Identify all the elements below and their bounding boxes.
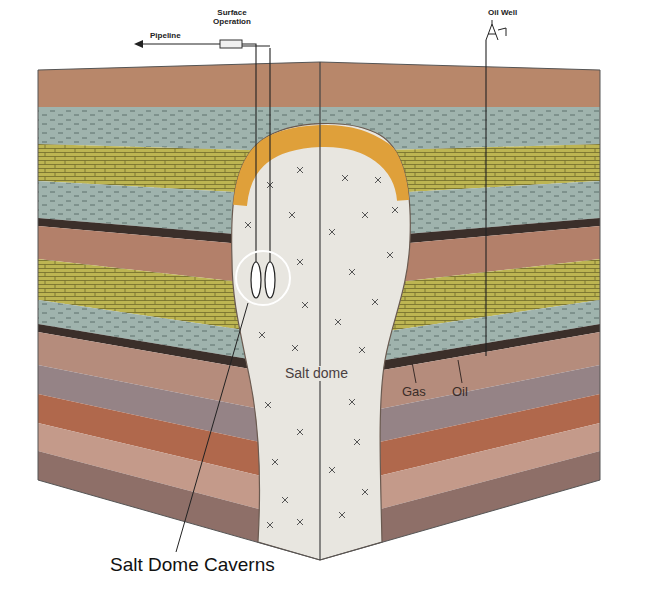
pipeline-label: Pipeline [150,32,181,41]
well-pipes [242,44,270,262]
cap-rock [236,136,408,205]
block-outline [38,62,600,560]
salt-crosses [245,167,398,528]
block-edge [319,62,320,560]
oil-leader [458,360,462,383]
gas-label: Gas [402,385,426,399]
cavern [251,262,261,298]
pipeline-line [142,43,220,44]
oil-label: Oil [452,385,468,399]
cavern [265,262,275,298]
pipeline-arrowhead [134,40,143,48]
cavern-callout-circle [236,251,290,305]
salt-dome [232,124,411,560]
oil-well-line [485,40,486,356]
surface-operation-box [220,40,242,48]
oil-well-derrick [486,20,506,40]
caverns-leader [176,303,248,552]
gas-leader [412,362,416,383]
surface-operation-label: Surface Operation [210,9,254,27]
salt-dome-label: Salt dome [283,366,350,381]
caverns-label: Salt Dome Caverns [110,555,275,576]
oil-well-label: Oil Well [488,9,517,18]
